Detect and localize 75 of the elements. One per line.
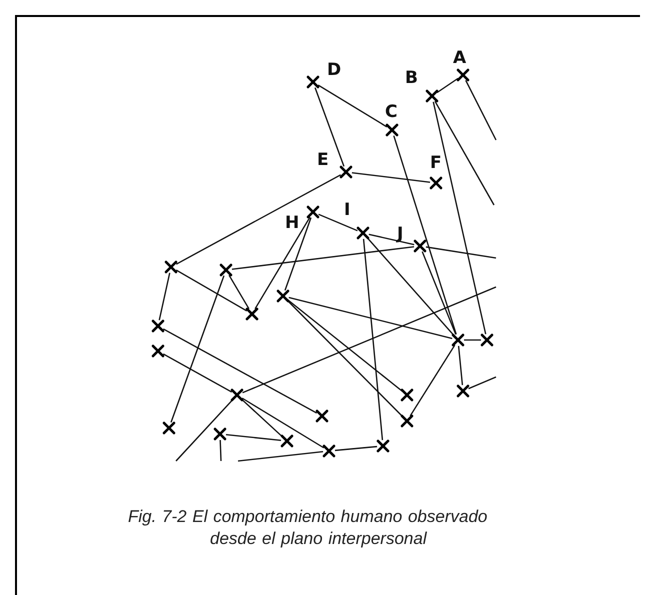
cross-mark [322,444,336,458]
cross-mark [151,344,165,358]
cross-mark [400,414,414,428]
connector-line [176,269,248,312]
point-letter: E [317,152,329,169]
connector-line [432,102,486,334]
connector-line [242,398,324,448]
connector-line [468,376,496,390]
connector-line [162,353,232,393]
cross-mark [429,176,443,190]
point-letter: B [405,70,418,87]
connector-line [334,446,378,452]
connector-line [232,246,414,270]
connector-line [314,87,345,167]
cross-mark [245,307,259,321]
connector-line [426,246,496,259]
connector-line [318,214,358,232]
connector-line [220,440,222,462]
connector-line [238,451,324,462]
cross-mark [356,226,370,240]
connector-line [228,274,250,310]
cross-mark [164,260,178,274]
figure-caption: Fig. 7-2 El comportamiento humano observado desde el plano interpersonal [128,506,488,550]
connector-line [284,217,312,291]
cross-mark [456,68,470,82]
cross-mark [451,333,465,347]
cross-mark [385,123,399,137]
cross-mark [213,427,227,441]
cross-mark [480,333,494,347]
cross-mark [230,388,244,402]
connector-line [288,296,452,340]
point-letter: H [285,215,300,232]
cross-mark [280,434,294,448]
connector-line [158,272,170,320]
connector-line [464,339,481,341]
point-letter: D [327,62,342,79]
connector-line [254,216,310,310]
cross-mark [315,409,329,423]
connector-line [242,286,496,394]
connector-line [410,344,456,416]
connector-line [368,234,414,246]
connector-line [366,237,454,336]
point-letter: I [344,202,350,219]
cross-mark [276,289,290,303]
cross-mark [339,165,353,179]
cross-mark [306,205,320,219]
connector-line [362,238,384,440]
connector-line [287,299,403,392]
connector-line [226,434,282,442]
point-letter: C [385,104,398,121]
connector-line [352,172,430,183]
cross-mark [413,239,427,253]
connector-line [170,275,225,423]
connector-line [434,100,495,206]
cross-mark [400,388,414,402]
connector-line [465,80,497,140]
connector-line [318,84,388,128]
connector-line [393,136,457,334]
connector-line [436,78,458,94]
cross-mark [306,75,320,89]
cross-mark [151,319,165,333]
connector-line [176,398,234,462]
cross-mark [376,439,390,453]
cross-mark [456,384,470,398]
connector-line [240,398,284,438]
connector-line [422,251,456,335]
cross-mark [162,421,176,435]
connector-line [162,328,318,414]
connector-line [458,346,464,386]
point-letter: A [453,50,466,67]
connector-line [286,300,404,418]
cross-mark [425,89,439,103]
cross-mark [219,263,233,277]
point-letter: F [430,155,442,172]
connector-line [176,174,342,265]
